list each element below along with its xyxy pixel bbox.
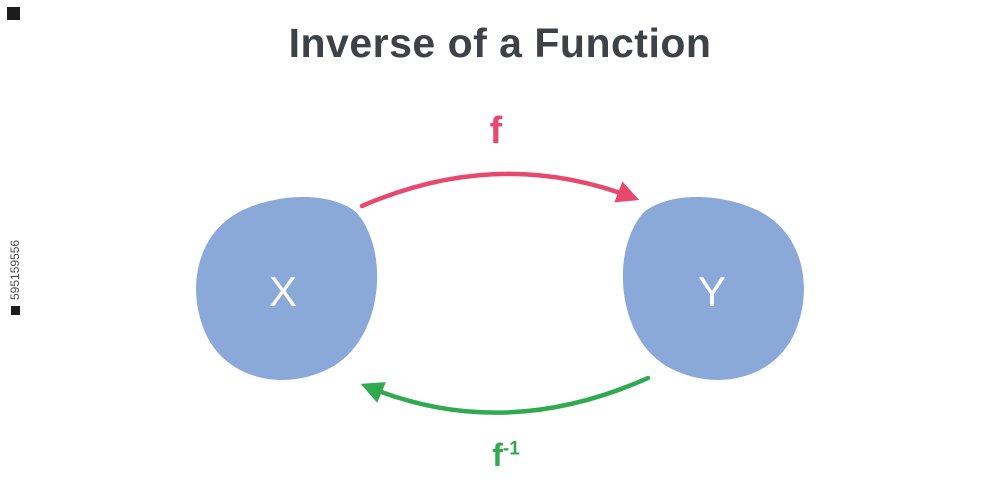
forward-function-label: f	[489, 110, 503, 152]
set-y-label: Y	[697, 268, 727, 315]
page-title: Inverse of a Function	[288, 20, 712, 66]
watermark-corner-square	[7, 7, 20, 20]
inverse-function-exponent: -1	[502, 438, 520, 460]
set-y-blob	[622, 196, 804, 380]
inverse-arrow	[360, 375, 651, 415]
set-x-label: X	[268, 268, 298, 315]
forward-arrow	[359, 171, 640, 209]
inverse-function-label: f-1	[492, 439, 520, 471]
inverse-function-base: f	[492, 437, 503, 473]
set-x-blob	[196, 196, 378, 380]
